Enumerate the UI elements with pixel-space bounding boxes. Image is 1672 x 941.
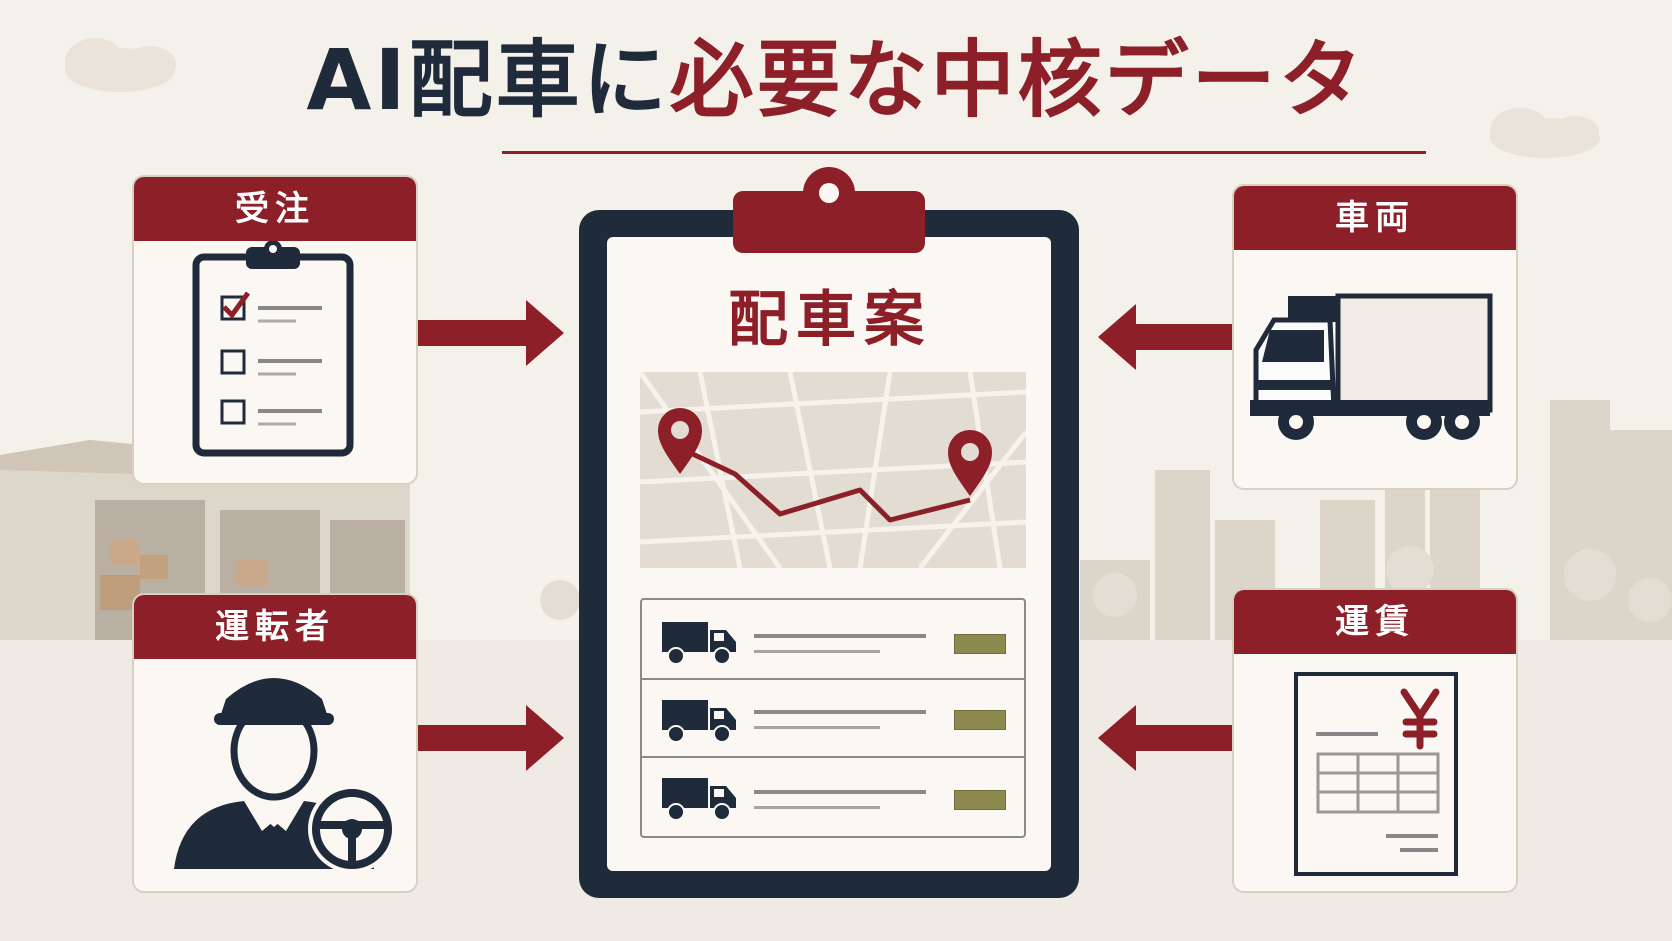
arrow-fare-to-plan (1098, 705, 1232, 771)
trees (540, 546, 1672, 622)
order-card: 受注 (132, 175, 418, 485)
vehicle-card-label: 車両 (1234, 186, 1516, 250)
list-item (642, 680, 1024, 758)
clipboard-checklist-icon (134, 240, 416, 483)
page-title: AI配車に必要な中核データ (0, 30, 1672, 130)
status-badge (954, 710, 1006, 730)
driver-steering-wheel-icon (134, 659, 416, 891)
order-card-label: 受注 (134, 177, 416, 241)
title-part-1: AI配車に (306, 31, 670, 129)
status-badge (954, 634, 1006, 654)
list-item-line-short (754, 806, 880, 809)
list-item-line-long (754, 710, 926, 714)
route-map-icon (640, 372, 1026, 568)
arrow-order-to-plan (418, 300, 564, 366)
truck-icon (1234, 250, 1516, 488)
list-item-line-short (754, 650, 880, 653)
status-badge (954, 790, 1006, 810)
truck-icon (662, 622, 736, 665)
fare-card-label: 運賃 (1234, 590, 1516, 654)
driver-card: 運転者 (132, 593, 418, 893)
truck-icon (662, 778, 736, 821)
title-part-2: 必要な中核データ (669, 31, 1366, 129)
dispatch-list (640, 598, 1026, 838)
truck-icon (662, 700, 736, 743)
list-item (642, 758, 1024, 836)
cloud-left (65, 38, 176, 92)
list-item-line-long (754, 790, 926, 794)
list-item-line-short (754, 726, 880, 729)
yen-invoice-icon (1234, 654, 1516, 891)
cloud-right (1490, 108, 1600, 158)
dispatch-plan-label: 配車案 (728, 285, 932, 355)
fare-card: 運賃 (1232, 588, 1518, 893)
driver-card-label: 運転者 (134, 595, 416, 659)
arrow-vehicle-to-plan (1098, 304, 1232, 370)
list-item-line-long (754, 634, 926, 638)
title-underline (502, 151, 1426, 154)
list-item (642, 600, 1024, 680)
vehicle-card: 車両 (1232, 184, 1518, 490)
arrow-driver-to-plan (418, 705, 564, 771)
